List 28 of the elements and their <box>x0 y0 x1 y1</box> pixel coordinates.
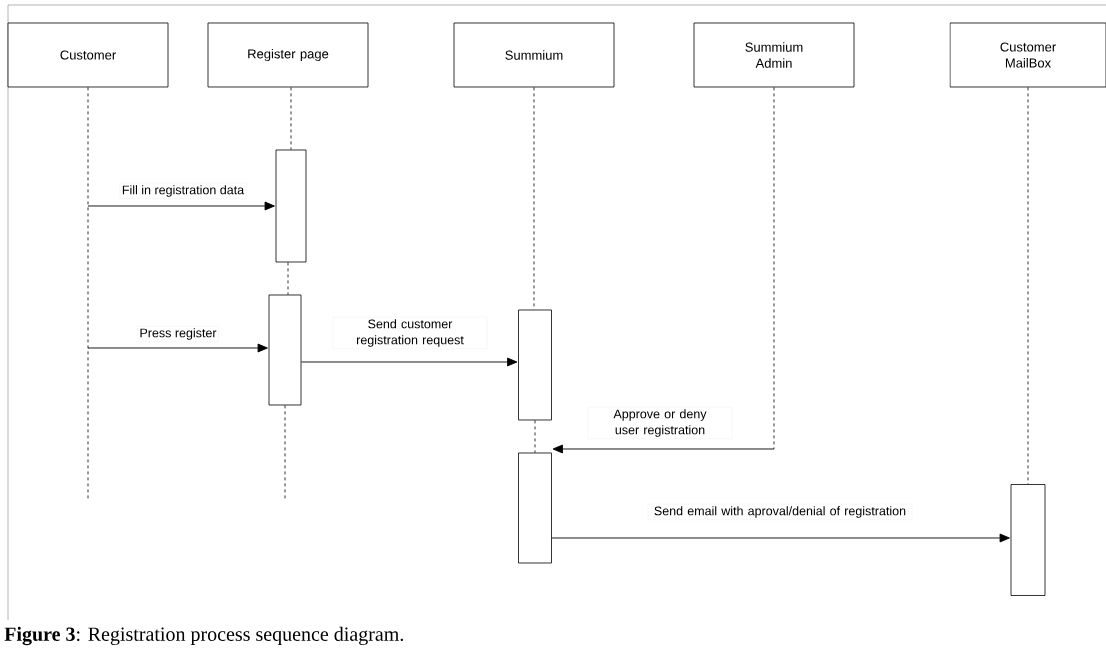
participant-box: Summium Admin <box>693 22 855 88</box>
caption: Figure 3: Registration process sequence diagram. <box>4 626 403 646</box>
lifeline <box>287 262 289 295</box>
edge-label: Press register <box>137 325 219 342</box>
edge-label: Send email with aproval/denial of registration <box>647 503 913 521</box>
edge-label: Approve or deny user registration <box>587 406 733 439</box>
lifeline <box>284 405 286 501</box>
activation-bar <box>275 149 307 263</box>
participant-box: Customer MailBox <box>949 22 1106 88</box>
edge-label: Fill in registration data <box>119 182 247 199</box>
lifeline <box>533 87 535 310</box>
activation-bar <box>518 309 552 421</box>
activation-bar <box>268 294 302 406</box>
activation-bar <box>1010 484 1046 596</box>
message-arrow <box>551 533 1010 543</box>
lifeline <box>534 420 536 453</box>
edge-label: Send customer registration request <box>332 316 488 349</box>
lifeline <box>773 87 775 450</box>
lifeline <box>290 87 292 150</box>
participant-box: Summium <box>453 22 615 88</box>
message-arrow <box>87 201 275 211</box>
lifeline <box>1027 87 1029 485</box>
message-arrow <box>300 357 518 367</box>
message-arrow <box>87 343 268 353</box>
activation-bar <box>518 452 552 564</box>
participant-box: Register page <box>207 22 369 88</box>
message-arrow <box>552 444 775 454</box>
participant-box: Customer <box>7 22 169 88</box>
